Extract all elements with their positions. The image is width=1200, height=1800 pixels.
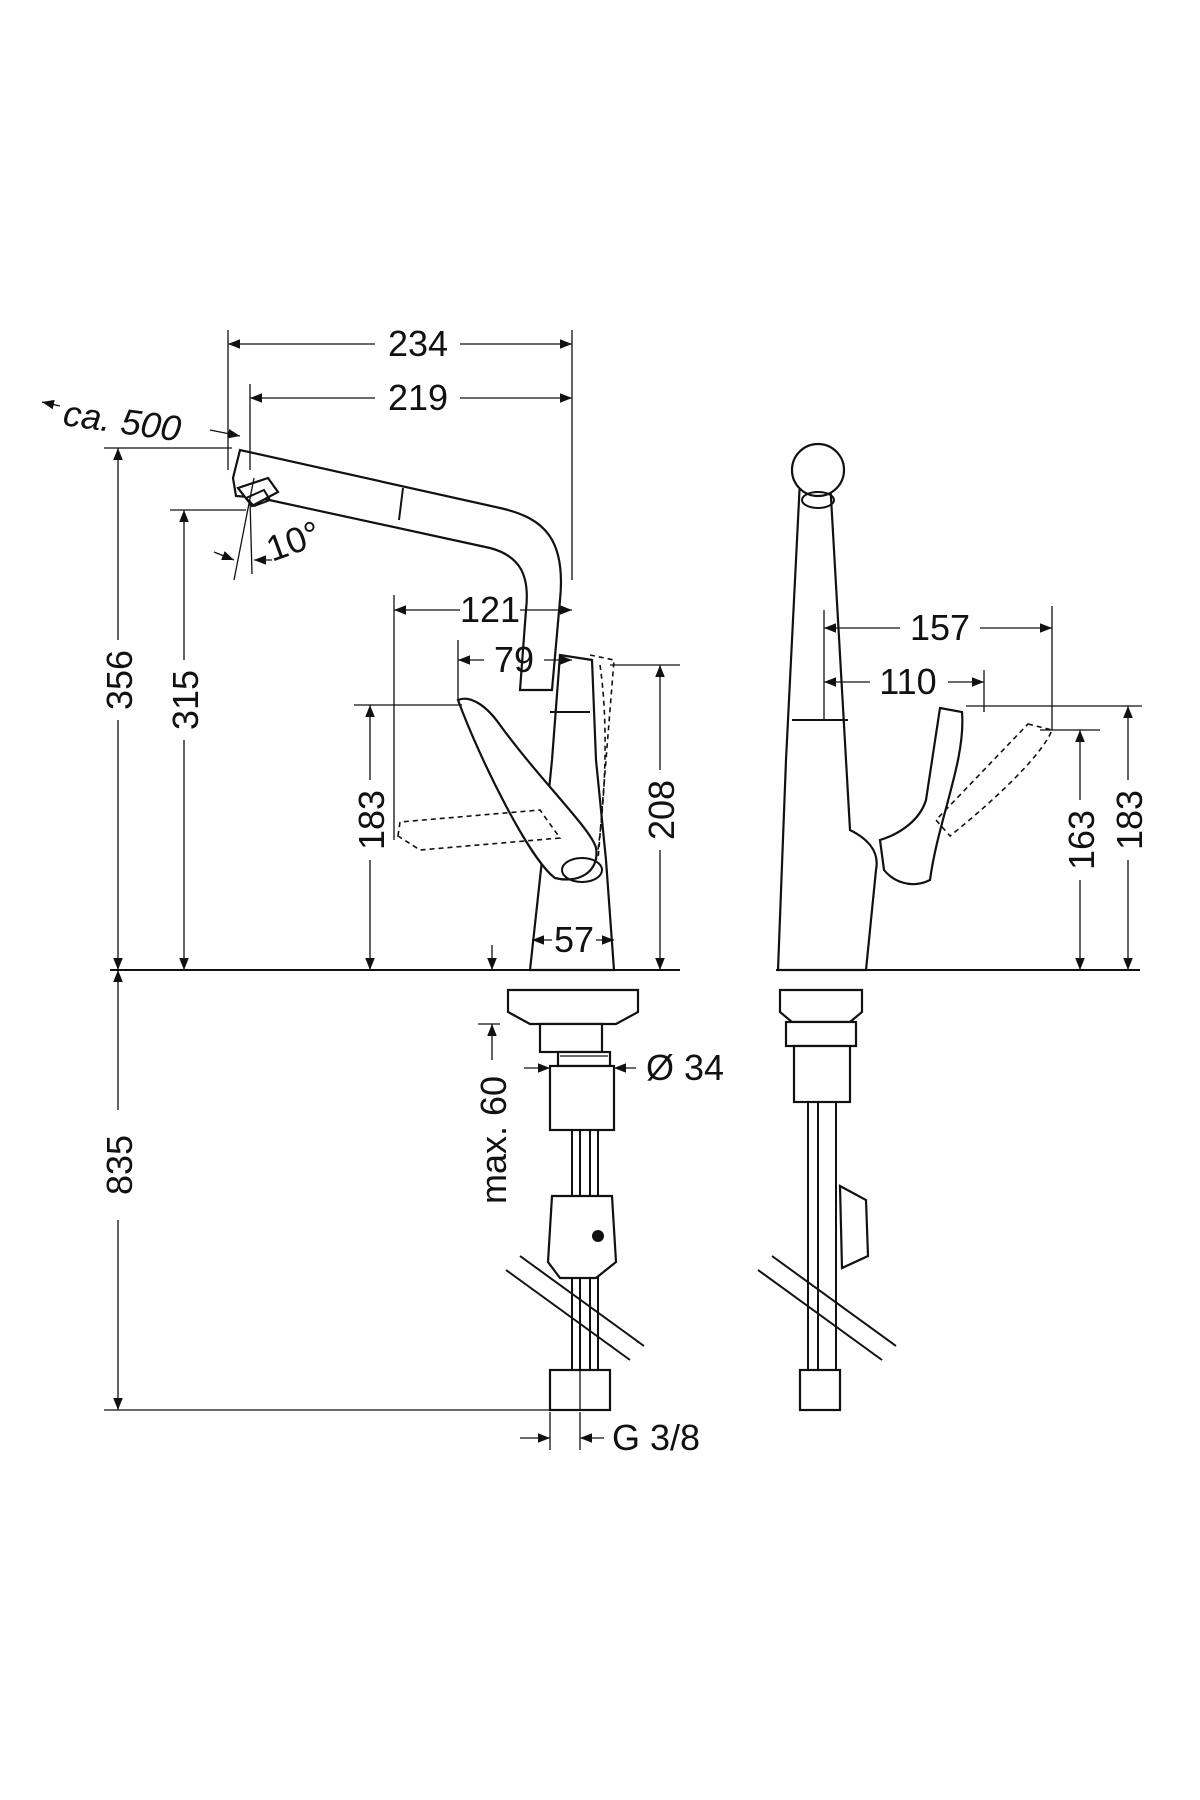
spout-joint [398,487,404,521]
side-view-faucet [757,442,1140,1412]
base-plate [506,988,640,1026]
dimension-labels: 234 219 ca. 500 10° 356 315 121 79 183 2… [61,323,1150,1458]
hose-weight [546,1194,618,1280]
mount-flange [538,1022,604,1054]
weight-dot [592,1230,604,1242]
lever-handle [456,697,598,881]
side-lever [878,706,964,886]
label-219: 219 [388,377,448,418]
side-body [776,478,878,972]
label-157: 157 [910,607,970,648]
mount-nut [556,1050,612,1068]
side-break-line-2 [771,1255,897,1347]
angle-ray-1 [233,477,255,581]
label-315: 315 [165,670,206,730]
label-g38: G 3/8 [612,1417,700,1458]
side-lever-alt [934,723,1054,838]
label-835: 835 [99,1135,140,1195]
break-line-2 [519,1255,645,1347]
lever-hub [561,857,603,883]
side-break-line-1 [757,1269,883,1361]
label-163: 163 [1061,810,1102,870]
break-line-1 [505,1269,631,1361]
side-spray-head [790,442,846,498]
side-spray-face [801,491,835,509]
label-183-side: 183 [1109,790,1150,850]
label-34: Ø 34 [646,1047,724,1088]
spray-face [244,488,272,508]
label-234: 234 [388,323,448,364]
pull-out-spout [231,448,563,692]
label-110: 110 [879,661,936,702]
angle-ray-2 [249,499,253,575]
label-208: 208 [641,780,682,840]
side-hose-weight [838,1184,870,1270]
side-hose-connectors [798,1368,842,1412]
front-view-faucet [110,448,680,1412]
label-angle: 10° [261,512,326,569]
label-79: 79 [494,639,534,680]
side-base-plate [778,988,864,1024]
label-57: 57 [554,919,594,960]
dimension-lines [41,330,1142,1450]
side-shank [792,1044,852,1104]
dim-pullout-arrow-right [209,428,241,439]
label-356: 356 [99,650,140,710]
side-mount-nut [784,1020,858,1048]
mount-shank [548,1064,616,1132]
dim-pullout-arrow-left [41,399,61,410]
lever-alt-lower [397,809,562,851]
lever-alt-back-2 [589,654,615,861]
label-max60: max. 60 [473,1076,514,1204]
angle-arrow-1 [213,551,235,561]
label-121: 121 [460,589,520,630]
label-pullout: ca. 500 [61,392,184,449]
label-183-front: 183 [351,790,392,850]
